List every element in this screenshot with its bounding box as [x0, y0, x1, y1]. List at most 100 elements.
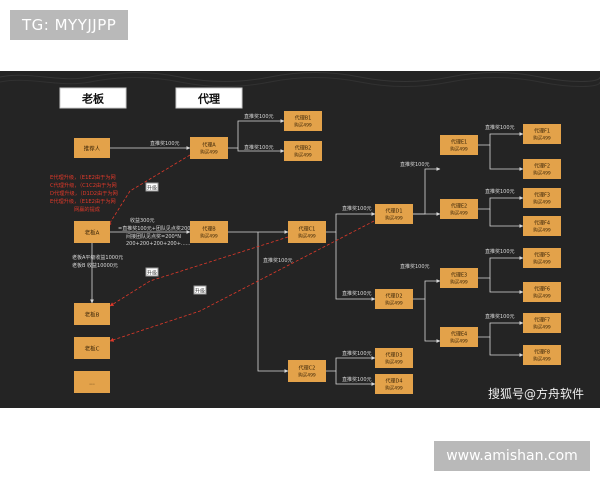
- svg-text:购买499: 购买499: [533, 259, 551, 266]
- agent-b2-node: 代理B2 购买499: [284, 141, 322, 161]
- svg-text:代理F5: 代理F5: [534, 252, 550, 259]
- red-note: C代理升级，（C1C2由于为网: [50, 181, 117, 189]
- svg-text:购买499: 购买499: [533, 199, 551, 206]
- agent-d1-node: 代理D1 购买499: [375, 204, 413, 224]
- diagram-panel: 老板 代理: [0, 71, 600, 408]
- svg-text:购买499: 购买499: [385, 385, 403, 392]
- upgrade-tag: 升级: [145, 267, 159, 277]
- svg-text:老板B: 老板B: [85, 311, 100, 319]
- referrer-a-node: 推荐人: [74, 138, 110, 158]
- svg-text:购买499: 购买499: [385, 215, 403, 222]
- edge-label: 直推奖100元: [263, 257, 293, 264]
- site-url-badge: www.amishan.com: [434, 441, 590, 471]
- svg-text:升级: 升级: [147, 185, 157, 192]
- agent-e4-node: 代理E4 购买499: [440, 327, 478, 347]
- svg-text:代理A: 代理A: [202, 142, 216, 149]
- edge-label: 直推奖100元: [485, 313, 515, 320]
- svg-text:代理E3: 代理E3: [451, 272, 467, 279]
- svg-text:代理D2: 代理D2: [385, 293, 402, 300]
- agent-f7-node: 代理F7 购买499: [523, 313, 561, 333]
- svg-text:购买499: 购买499: [294, 152, 312, 159]
- svg-text:代理F7: 代理F7: [534, 317, 550, 324]
- agent-c2-node: 代理C2 购买499: [288, 360, 326, 382]
- decorative-wave-band: [0, 72, 600, 87]
- boss-total: 老板B 收益10000元: [72, 262, 118, 269]
- svg-text:代理B1: 代理B1: [295, 115, 312, 122]
- agent-d4-node: 代理D4 购买499: [375, 374, 413, 394]
- svg-text:购买499: 购买499: [533, 356, 551, 363]
- svg-text:老板C: 老板C: [85, 345, 100, 353]
- edge-label: 直推奖100元: [150, 140, 180, 147]
- svg-text:购买499: 购买499: [533, 227, 551, 234]
- svg-text:老板A: 老板A: [85, 229, 100, 237]
- income-line: =直推奖100元+团队见点奖200元: [118, 225, 195, 232]
- svg-text:...: ...: [89, 380, 95, 387]
- agent-f8-node: 代理F8 购买499: [523, 345, 561, 365]
- agent-header: 代理: [175, 87, 243, 109]
- svg-text:购买499: 购买499: [385, 359, 403, 366]
- svg-text:代理E1: 代理E1: [451, 139, 467, 146]
- svg-text:代理F6: 代理F6: [534, 286, 550, 293]
- svg-text:代理E4: 代理E4: [451, 331, 467, 338]
- edge-label: 直推奖100元: [485, 124, 515, 131]
- svg-text:购买499: 购买499: [450, 210, 468, 217]
- svg-text:购买499: 购买499: [294, 122, 312, 129]
- svg-text:代理F8: 代理F8: [534, 349, 550, 356]
- edge-label: 直推奖100元: [400, 263, 430, 270]
- svg-text:升级: 升级: [195, 288, 205, 295]
- agent-f4-node: 代理F4 购买499: [523, 216, 561, 236]
- svg-text:推荐人: 推荐人: [84, 145, 101, 153]
- agent-b1-node: 代理B1 购买499: [284, 111, 322, 131]
- sohu-watermark: 搜狐号@方舟软件: [488, 387, 585, 401]
- svg-text:购买499: 购买499: [200, 149, 218, 156]
- svg-text:购买499: 购买499: [385, 300, 403, 307]
- svg-text:代理F1: 代理F1: [534, 128, 550, 135]
- red-note: E代理升级，（E1E2由于为网: [50, 197, 116, 205]
- boss-header-label: 老板: [81, 92, 105, 106]
- agent-f3-node: 代理F3 购买499: [523, 188, 561, 208]
- svg-text:购买499: 购买499: [533, 135, 551, 142]
- boss-header: 老板: [59, 87, 127, 109]
- red-note: 网赢的提成: [74, 205, 100, 213]
- upgrade-arrows: [107, 154, 375, 342]
- edge-label: 直推奖100元: [485, 188, 515, 195]
- svg-text:购买499: 购买499: [533, 293, 551, 300]
- agent-f1-node: 代理F1 购买499: [523, 124, 561, 144]
- income-line: 收益300元: [130, 217, 155, 224]
- flow-diagram: 老板 代理: [0, 72, 600, 394]
- edge-label: 直推奖100元: [342, 350, 372, 357]
- edge-label: 直推奖100元: [244, 144, 274, 151]
- edge-label: 直推奖100元: [485, 248, 515, 255]
- agent-e3-node: 代理E3 购买499: [440, 268, 478, 288]
- agent-e2-node: 代理E2 购买499: [440, 199, 478, 219]
- edge-labels: 直推奖100元 直推奖100元 直推奖100元 直推奖100元 直推奖100元 …: [150, 113, 515, 383]
- red-note: D代理升级，（D1D2由于为网: [50, 189, 118, 197]
- svg-text:代理D4: 代理D4: [385, 378, 402, 385]
- svg-text:购买499: 购买499: [533, 170, 551, 177]
- agent-d2-node: 代理D2 购买499: [375, 289, 413, 309]
- boss-more-node: ...: [74, 371, 110, 393]
- svg-text:购买499: 购买499: [533, 324, 551, 331]
- upgrade-tag: 升级: [193, 285, 207, 295]
- edge-label: 直推奖100元: [342, 376, 372, 383]
- boss-totals: 老板A平级收益1000元 老板B 收益10000元: [72, 254, 123, 269]
- svg-text:代理C2: 代理C2: [299, 365, 316, 372]
- edge-label: 直推奖100元: [244, 113, 274, 120]
- red-note: E代理升级，（E1E2由于为网: [50, 173, 116, 181]
- svg-text:代理B2: 代理B2: [295, 145, 312, 152]
- svg-text:升级: 升级: [147, 270, 157, 277]
- red-notes: E代理升级，（E1E2由于为网 C代理升级，（C1C2由于为网 D代理升级，（D…: [50, 173, 118, 213]
- edge-label: 直推奖100元: [400, 161, 430, 168]
- agent-f2-node: 代理F2 购买499: [523, 159, 561, 179]
- boss-b-node: 老板B: [74, 303, 110, 325]
- agent-e1-node: 代理E1 购买499: [440, 135, 478, 155]
- income-line: 间接团队见点奖=200*N: [126, 233, 181, 240]
- svg-text:代理B: 代理B: [202, 226, 216, 233]
- income-lines: 收益300元 =直推奖100元+团队见点奖200元 间接团队见点奖=200*N …: [118, 217, 195, 247]
- agent-a-node: 代理A 购买499: [190, 137, 228, 159]
- tg-watermark-badge: TG: MYYJJPP: [10, 10, 129, 40]
- agent-f5-node: 代理F5 购买499: [523, 248, 561, 268]
- svg-text:购买499: 购买499: [298, 372, 316, 379]
- boss-total: 老板A平级收益1000元: [72, 254, 123, 261]
- svg-text:购买499: 购买499: [450, 146, 468, 153]
